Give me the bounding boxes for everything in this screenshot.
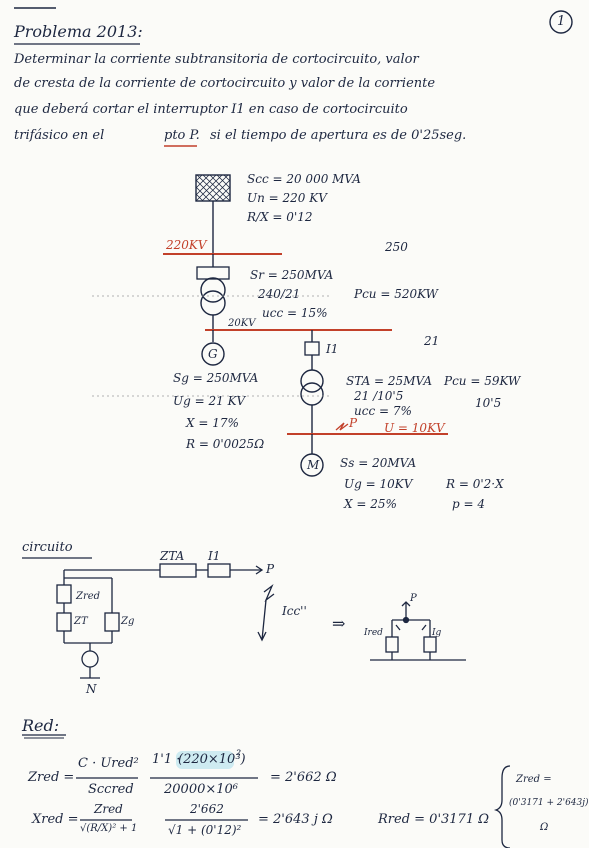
generator-circle <box>201 342 225 366</box>
note-105: 10'5 <box>475 396 502 410</box>
statement-line-3: que deberá cortar el interruptor I1 en c… <box>14 102 408 117</box>
circuit-heading: circuito <box>22 540 73 555</box>
fault-lightning-icon <box>335 422 349 431</box>
transformer-a-pcu: Pcu = 59KW <box>444 374 521 388</box>
motor-r: R = 0'2·X <box>446 477 504 491</box>
page-number: 1 <box>557 14 566 29</box>
transformer-a-sta: STA = 25MVA <box>346 374 432 388</box>
rred-result: Rred = 0'3171 Ω <box>378 812 490 827</box>
statement-line-4b: pto P. <box>164 128 200 143</box>
circuit-zta: ZTA <box>160 549 185 563</box>
zred-lhs: Zred = <box>28 770 75 785</box>
circuit-n: N <box>86 682 97 696</box>
xred-mid-den: √1 + (0'12)² <box>168 823 242 837</box>
statement-line-2: de cresta de la corriente de cortocircui… <box>14 76 436 91</box>
zred-mid-num-c: ² <box>236 748 242 763</box>
bus-220kv-label: 220KV <box>166 238 207 252</box>
highlight-voltage <box>176 751 234 769</box>
zred-mid-num-b: (220×10³) <box>178 752 246 767</box>
network-un: Un = 220 KV <box>247 191 327 205</box>
circuit-zred: Zred <box>76 591 101 602</box>
statement-line-1: Determinar la corriente subtransitoria d… <box>14 52 419 67</box>
network-rx: R/X = 0'12 <box>247 210 313 224</box>
note-21: 21 <box>424 334 440 348</box>
circuit-icc: Icc'' <box>282 604 307 618</box>
motor-circle <box>300 453 324 477</box>
statement-line-4c: si el tiempo de apertura es de 0'25seg. <box>210 128 467 143</box>
circuit-i1: I1 <box>208 549 221 563</box>
generator-r: R = 0'0025Ω <box>186 437 265 451</box>
brace-value: (0'3171 + 2'643j) <box>509 798 589 808</box>
red-heading: Red: <box>22 716 60 735</box>
xred-den: √(R/X)² + 1 <box>80 823 138 834</box>
transformer-winding-1 <box>200 277 226 303</box>
generator-symbol: G <box>208 347 218 361</box>
xred-mid-num: 2'662 <box>190 802 224 816</box>
transformer-sr: Sr = 250MVA <box>250 268 334 282</box>
transformer-ucc: ucc = 15% <box>262 306 328 320</box>
brace-unit: Ω <box>540 822 549 833</box>
zred-num: C · Ured² <box>78 756 139 771</box>
generator-ug: Ug = 21 KV <box>173 394 246 408</box>
note-250: 250 <box>385 240 408 254</box>
transformer-winding-2 <box>200 290 226 316</box>
zred-den: Sccred <box>88 782 134 797</box>
circuit-zg: Zg <box>121 616 135 627</box>
bus-20kv-label: 20KV <box>228 318 256 329</box>
bus-p-label: P <box>349 416 358 430</box>
mini-ired: Ired <box>364 628 383 638</box>
generator-x: X = 17% <box>186 416 239 430</box>
transformer-pcu: Pcu = 520KW <box>354 287 438 301</box>
xred-lhs: Xred = <box>32 812 79 827</box>
brace-zred: Zred = <box>516 774 552 785</box>
statement-line-4a: trifásico en el <box>14 128 105 143</box>
grid-source-symbol <box>195 174 231 202</box>
page-number-circle <box>549 10 573 34</box>
mini-p: P <box>410 593 417 604</box>
motor-symbol: M <box>307 458 320 472</box>
motor-p: p = 4 <box>452 497 485 511</box>
generator-sg: Sg = 250MVA <box>173 371 259 385</box>
motor-ss: Ss = 20MVA <box>340 456 417 470</box>
motor-x: X = 25% <box>344 497 397 511</box>
equivalent-circuit <box>56 563 466 679</box>
xred-num: Zred <box>94 802 123 816</box>
result-brace <box>493 765 511 848</box>
transformer-ratio: 240/21 <box>258 287 301 301</box>
transformer-a-ratio: 21 /10'5 <box>354 389 404 403</box>
motor-ug: Ug = 10KV <box>344 477 413 491</box>
bus-p-voltage: U = 10KV <box>384 421 445 435</box>
zred-mid-den: 20000×10⁶ <box>164 782 239 797</box>
transformer-a-winding-2 <box>300 382 324 406</box>
interrupter-label: I1 <box>326 342 339 356</box>
transformer-box <box>196 266 230 280</box>
zred-mid-num-a: 1'1 · <box>152 752 181 767</box>
transformer-a-winding-1 <box>300 369 324 393</box>
circuit-arrow: ⇒ <box>332 614 346 633</box>
circuit-zt: ZT <box>74 616 88 627</box>
mini-ig: Ig <box>432 628 442 638</box>
circuit-p: P <box>266 562 275 576</box>
transformer-a-ucc: ucc = 7% <box>354 404 412 418</box>
zred-result: = 2'662 Ω <box>270 770 337 785</box>
xred-result: = 2'643 j Ω <box>258 812 333 827</box>
network-scc: Scc = 20 000 MVA <box>247 172 361 186</box>
page-title: Problema 2013: <box>14 22 143 41</box>
interrupter-box <box>304 341 320 356</box>
